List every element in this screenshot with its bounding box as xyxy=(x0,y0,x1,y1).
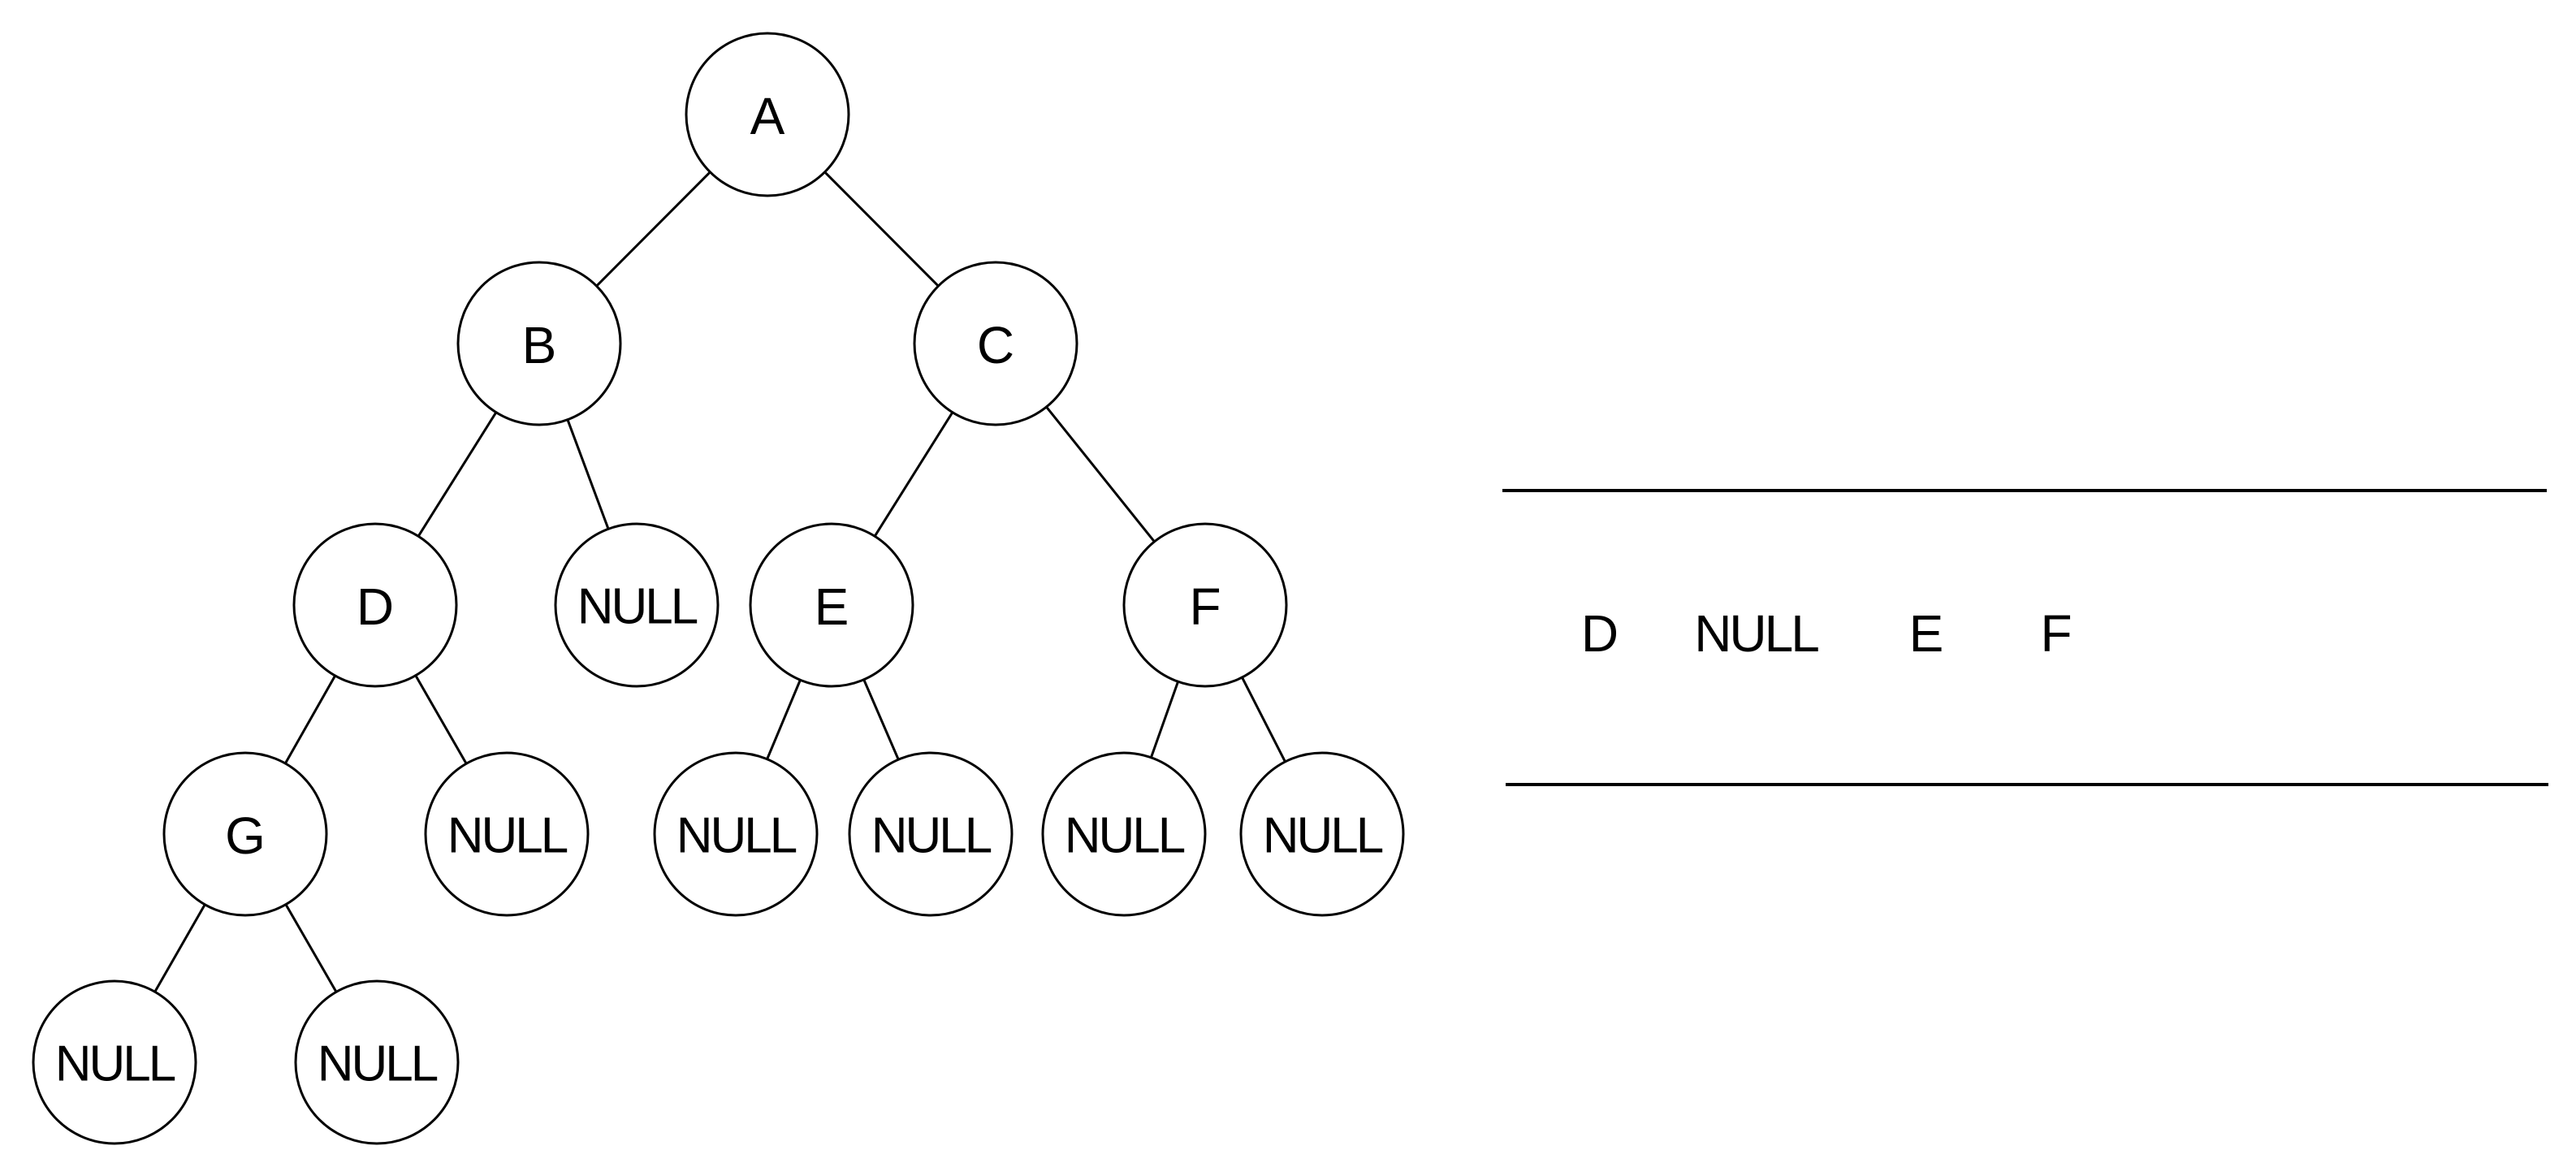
edge-c-e xyxy=(873,411,954,538)
node-label: NULL xyxy=(676,808,797,864)
tree-node-n-f1: NULL xyxy=(1041,751,1207,917)
node-label: NULL xyxy=(577,579,698,635)
node-label: F xyxy=(1189,577,1221,636)
tree-node-a: A xyxy=(685,32,850,197)
edge-f-n-f1 xyxy=(1150,681,1179,759)
tree-node-d: D xyxy=(292,522,458,688)
tree-node-e: E xyxy=(749,522,914,688)
queue-panel: D NULL E F xyxy=(1502,489,2548,786)
tree-nodes: A B C D NULL E F G NULL NULL NULL NULL NULL NULL NULL xyxy=(32,32,1405,1145)
node-label: NULL xyxy=(1065,808,1185,864)
node-circle xyxy=(848,751,1014,917)
node-circle xyxy=(1122,522,1288,688)
tree-node-c: C xyxy=(913,261,1078,426)
queue-item: F xyxy=(2040,604,2072,663)
node-label: NULL xyxy=(55,1036,175,1092)
node-circle xyxy=(1041,751,1207,917)
tree-node-g: G xyxy=(162,751,328,917)
queue-item: NULL xyxy=(1694,604,1818,663)
node-circle xyxy=(653,751,819,917)
tree-edges xyxy=(153,171,1286,993)
node-circle xyxy=(424,751,590,917)
tree-node-n-d: NULL xyxy=(424,751,590,917)
queue-item: E xyxy=(1909,604,1944,663)
tree-node-n-g1: NULL xyxy=(32,979,197,1145)
tree-node-n-e2: NULL xyxy=(848,751,1014,917)
node-label: D xyxy=(357,577,394,636)
node-label: NULL xyxy=(318,1036,438,1092)
tree-node-n-b: NULL xyxy=(554,522,720,688)
node-circle xyxy=(913,261,1078,426)
node-label: C xyxy=(977,316,1014,374)
edge-a-c xyxy=(823,171,940,288)
tree-node-b: B xyxy=(456,261,622,426)
node-circle xyxy=(685,32,850,197)
node-label: NULL xyxy=(447,808,568,864)
node-label: G xyxy=(225,806,266,865)
node-label: E xyxy=(815,577,849,636)
tree-node-n-g2: NULL xyxy=(294,979,460,1145)
tree-node-f: F xyxy=(1122,522,1288,688)
edge-b-n-b xyxy=(566,419,610,530)
edge-d-g xyxy=(284,675,336,764)
edge-f-n-f2 xyxy=(1241,677,1286,763)
node-circle xyxy=(292,522,458,688)
node-circle xyxy=(32,979,197,1145)
queue-items: D NULL E F xyxy=(1581,604,2072,663)
node-label: A xyxy=(750,87,785,145)
edge-a-b xyxy=(595,171,711,288)
tree-node-n-e1: NULL xyxy=(653,751,819,917)
edge-b-d xyxy=(417,411,498,538)
edge-e-n-e2 xyxy=(862,679,900,760)
node-circle xyxy=(554,522,720,688)
node-circle xyxy=(749,522,914,688)
tree-node-n-f2: NULL xyxy=(1239,751,1405,917)
edge-d-n-d xyxy=(414,674,468,765)
edge-g-n-g2 xyxy=(284,903,338,993)
edge-g-n-g1 xyxy=(153,904,206,992)
node-label: B xyxy=(522,316,557,374)
edge-e-n-e1 xyxy=(766,679,802,760)
node-label: NULL xyxy=(871,808,992,864)
node-circle xyxy=(294,979,460,1145)
node-circle xyxy=(162,751,328,917)
node-label: NULL xyxy=(1263,808,1383,864)
queue-item: D xyxy=(1581,604,1619,663)
edge-c-f xyxy=(1045,406,1156,543)
node-circle xyxy=(1239,751,1405,917)
node-circle xyxy=(456,261,622,426)
